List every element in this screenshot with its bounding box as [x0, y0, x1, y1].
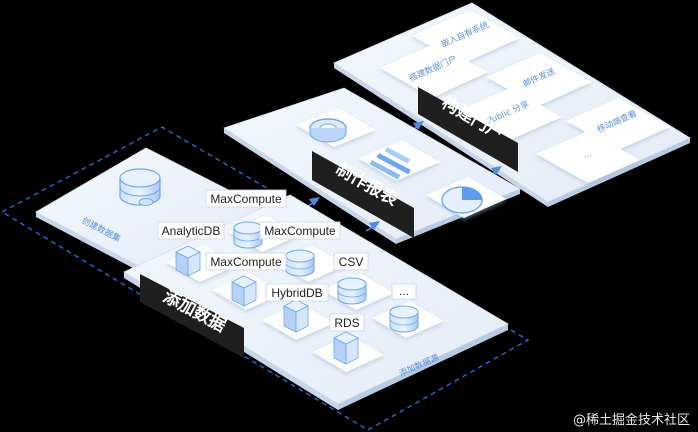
- server-icon: [283, 299, 309, 333]
- watermark-text: @稀土掘金技术社区: [573, 412, 690, 428]
- portal-tile-mobile: 移动端查看: [566, 98, 670, 150]
- portal-tile-public: Public 分享: [456, 88, 562, 141]
- database-icon: [389, 305, 419, 333]
- source-label-analyticdb: AnalyticDB: [157, 221, 225, 240]
- source-label-text: RDS: [334, 316, 359, 330]
- database-icon: [233, 221, 263, 249]
- server-icon: [231, 275, 257, 307]
- portal-platform: 嵌入自有系统 搭建数据门户 邮件发送 Public 分享 移动端查看 ... 构…: [333, 2, 691, 207]
- add-data-dashed-outline: [0, 126, 530, 431]
- report-tile-bars: [358, 140, 440, 181]
- server-icon: [333, 331, 359, 365]
- dataset-database-icon: [119, 168, 161, 206]
- source-label-text: HybridDB: [271, 286, 322, 300]
- source-label-text: AnalyticDB: [162, 224, 221, 238]
- database-icon: [337, 277, 367, 305]
- database-icon: [285, 249, 315, 277]
- source-label-maxcompute-low: MaxCompute: [205, 252, 287, 271]
- source-label-text: MaxCompute: [210, 255, 282, 269]
- portal-tile-more-text: ...: [581, 149, 592, 161]
- source-label-maxcompute-top: MaxCompute: [205, 189, 287, 208]
- source-label-hybriddb: HybridDB: [265, 283, 329, 302]
- source-label-more: ...: [391, 283, 417, 300]
- portal-tile-build: 搭建数据门户: [380, 43, 488, 98]
- source-label-rds: RDS: [329, 313, 365, 332]
- portal-tile-more: ...: [536, 131, 640, 183]
- source-label-text: ...: [399, 284, 409, 298]
- report-platform: 制作报表: [223, 87, 521, 244]
- source-label-text: MaxCompute: [210, 192, 282, 206]
- report-tile-ring: [296, 108, 376, 147]
- source-label-text: CSV: [339, 255, 364, 269]
- source-label-maxcompute-mid: MaxCompute: [259, 221, 341, 240]
- source-label-csv: CSV: [333, 252, 369, 271]
- server-icon: [175, 245, 201, 277]
- source-label-text: MaxCompute: [264, 224, 336, 238]
- report-tile-pie: [426, 177, 506, 218]
- portal-tile-email: 邮件发送: [486, 53, 592, 106]
